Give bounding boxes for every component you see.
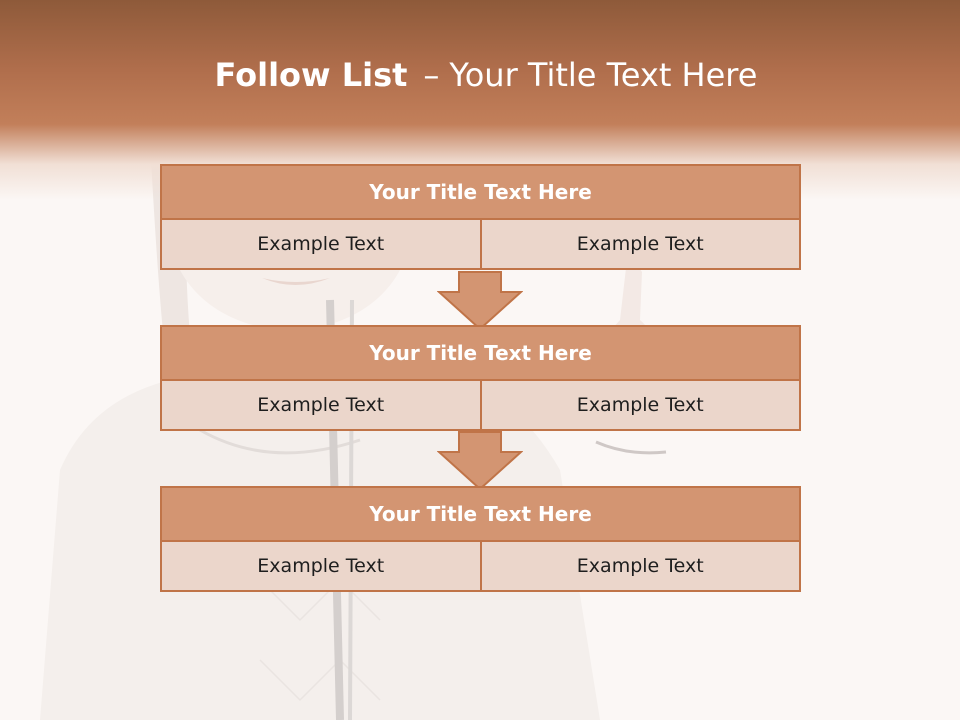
list-block-2: Your Title Text Here Example Text Exampl… <box>160 325 801 431</box>
list-block-3: Your Title Text Here Example Text Exampl… <box>160 486 801 592</box>
block-cell-left: Example Text <box>162 542 480 590</box>
block-title: Your Title Text Here <box>160 486 801 542</box>
slide-title-bold: Follow List <box>214 56 408 94</box>
list-block-1: Your Title Text Here Example Text Exampl… <box>160 164 801 270</box>
block-title: Your Title Text Here <box>160 325 801 381</box>
down-arrow-icon <box>437 431 523 491</box>
slide-title-rest: Your Title Text Here <box>449 56 758 94</box>
down-arrow-icon <box>437 271 523 331</box>
block-cell-right: Example Text <box>479 381 799 429</box>
block-row: Example Text Example Text <box>160 381 801 431</box>
block-cell-left: Example Text <box>162 220 480 268</box>
block-cell-right: Example Text <box>479 220 799 268</box>
block-title: Your Title Text Here <box>160 164 801 220</box>
block-cell-left: Example Text <box>162 381 480 429</box>
block-row: Example Text Example Text <box>160 220 801 270</box>
slide-title-separator: – <box>423 56 440 94</box>
block-cell-right: Example Text <box>479 542 799 590</box>
slide-title: Follow List–Your Title Text Here <box>0 52 960 98</box>
block-row: Example Text Example Text <box>160 542 801 592</box>
